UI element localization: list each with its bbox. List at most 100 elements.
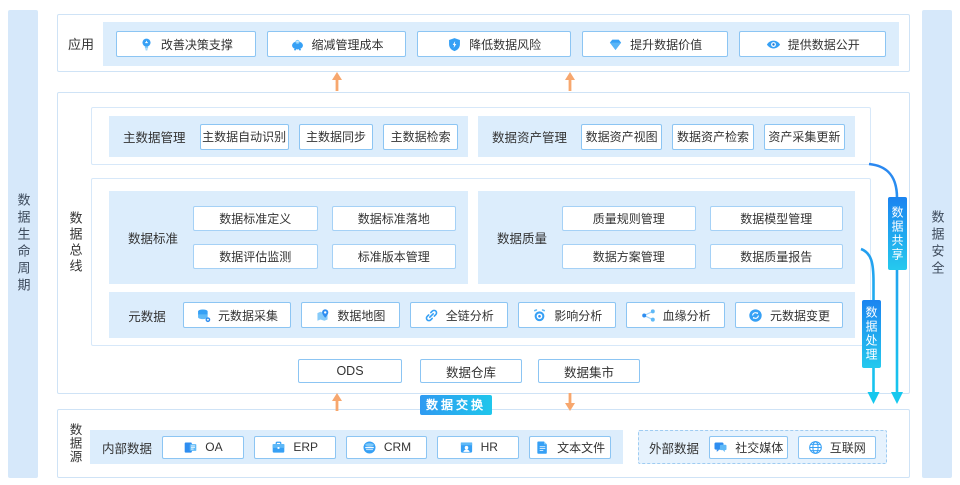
data-process-tab: 数据处理 <box>862 300 881 368</box>
briefcase-icon <box>271 440 286 455</box>
app-item-label: 提供数据公开 <box>787 37 860 52</box>
meta-item-label: 元数据采集 <box>218 308 279 323</box>
master-data-group: 主数据管理 主数据自动识别 主数据同步 主数据检索 <box>109 116 468 157</box>
data-asset-group-label: 数据资产管理 <box>492 131 568 145</box>
map-pin-icon <box>315 308 330 323</box>
app-item-label: 提升数据价值 <box>630 37 703 52</box>
master-data-group-label: 主数据管理 <box>123 131 186 145</box>
external-item-social: 社交媒体 <box>709 435 788 459</box>
globe-icon <box>808 440 823 455</box>
meta-item-label: 数据地图 <box>337 308 386 323</box>
meta-item-lineage: 血缘分析 <box>626 302 725 328</box>
standard-quality-row: 数据标准 数据标准定义 数据标准落地 数据评估监测 标准版本管理 数据质量 质量… <box>91 178 871 346</box>
internal-data-group-label: 内部数据 <box>102 441 153 456</box>
internal-item-label: ERP <box>293 440 319 454</box>
standard-item: 数据标准定义 <box>193 206 318 231</box>
bulb-icon <box>139 37 154 52</box>
data-source-label: 数据源 <box>67 423 82 464</box>
eye-icon <box>766 37 781 52</box>
id-card-icon <box>459 440 474 455</box>
quality-item: 质量规则管理 <box>562 206 696 231</box>
up-arrow-icon <box>332 72 342 91</box>
database-icon <box>196 308 211 323</box>
sidebar-data-lifecycle: 数据生命周期 <box>8 10 38 478</box>
data-exchange-badge: 数据交换 <box>420 395 492 415</box>
data-quality-group-label: 数据质量 <box>496 232 547 246</box>
internal-item-label: OA <box>205 440 223 454</box>
data-standard-group-label: 数据标准 <box>127 232 178 246</box>
meta-item-change: 元数据变更 <box>734 302 843 328</box>
storage-item-mart: 数据集市 <box>538 359 640 383</box>
standard-item: 数据标准落地 <box>331 206 456 231</box>
data-bus-section: 数据总线 主数据管理 主数据自动识别 主数据同步 主数据检索 数据资产管理 数据… <box>57 92 910 394</box>
internal-item-erp: ERP <box>253 435 336 459</box>
standard-item: 数据评估监测 <box>193 244 318 269</box>
master-item: 主数据自动识别 <box>199 123 289 150</box>
storage-item-ods: ODS <box>298 359 402 383</box>
master-item: 主数据检索 <box>383 123 459 150</box>
gem-icon <box>608 37 623 52</box>
external-item-label: 互联网 <box>829 440 866 455</box>
up-arrow-icon <box>565 72 575 91</box>
master-asset-row: 主数据管理 主数据自动识别 主数据同步 主数据检索 数据资产管理 数据资产视图 … <box>91 107 871 165</box>
oa-doc-icon <box>183 440 198 455</box>
application-section: 应用 改善决策支撑 缩减管理成本 降低数据风险 提升数据价值 提供数据公开 <box>57 14 910 72</box>
asset-item: 资产采集更新 <box>763 123 845 150</box>
meta-item-collect: 元数据采集 <box>183 302 292 328</box>
data-standard-group: 数据标准 数据标准定义 数据标准落地 数据评估监测 标准版本管理 <box>109 191 468 284</box>
external-item-label: 社交媒体 <box>735 440 784 455</box>
app-item-label: 降低数据风险 <box>469 37 542 52</box>
metadata-group-label: 元数据 <box>128 309 166 324</box>
link-icon <box>424 308 439 323</box>
refresh-icon <box>748 308 763 323</box>
metadata-group: 元数据 元数据采集 数据地图 全链分析 影响分析 血缘分析 <box>109 292 855 338</box>
data-asset-group: 数据资产管理 数据资产视图 数据资产检索 资产采集更新 <box>478 116 855 157</box>
quality-item: 数据方案管理 <box>562 244 696 269</box>
app-item-risk: 降低数据风险 <box>417 31 571 57</box>
sidebar-data-security: 数据安全 <box>922 10 952 478</box>
standard-item: 标准版本管理 <box>331 244 456 269</box>
target-icon <box>532 308 547 323</box>
data-share-tab: 数据共享 <box>888 197 907 270</box>
piggy-bank-icon <box>290 37 305 52</box>
storage-item-warehouse: 数据仓库 <box>420 359 522 383</box>
internal-item-label: 文本文件 <box>557 440 606 455</box>
external-data-group-label: 外部数据 <box>649 441 700 456</box>
internal-item-textfile: 文本文件 <box>529 435 611 459</box>
meta-item-chain: 全链分析 <box>409 302 508 328</box>
up-arrow-icon <box>332 393 342 411</box>
app-item-cost: 缩减管理成本 <box>266 31 407 57</box>
asset-item: 数据资产检索 <box>672 123 754 150</box>
data-quality-group: 数据质量 质量规则管理 数据模型管理 数据方案管理 数据质量报告 <box>478 191 855 284</box>
application-section-label: 应用 <box>67 36 94 52</box>
disc-icon <box>362 440 377 455</box>
file-icon <box>535 440 550 455</box>
internal-item-crm: CRM <box>345 435 428 459</box>
app-item-value: 提升数据价值 <box>581 31 729 57</box>
internal-item-label: HR <box>480 440 498 454</box>
app-item-open: 提供数据公开 <box>739 31 886 57</box>
quality-item: 数据模型管理 <box>709 206 843 231</box>
down-arrow-icon <box>565 393 575 411</box>
external-data-group: 外部数据 社交媒体 互联网 <box>638 430 887 464</box>
master-item: 主数据同步 <box>298 123 374 150</box>
meta-item-impact: 影响分析 <box>518 302 617 328</box>
app-item-label: 改善决策支撑 <box>160 37 233 52</box>
external-item-internet: 互联网 <box>797 435 877 459</box>
meta-item-label: 全链分析 <box>445 308 494 323</box>
meta-item-label: 影响分析 <box>554 308 603 323</box>
meta-item-label: 血缘分析 <box>662 308 711 323</box>
quality-item: 数据质量报告 <box>709 244 843 269</box>
app-item-label: 缩减管理成本 <box>311 37 384 52</box>
internal-data-group: 内部数据 OA ERP CRM HR 文本文件 <box>90 430 623 464</box>
data-bus-label: 数据总线 <box>67 211 83 275</box>
branch-icon <box>641 308 656 323</box>
app-item-decision: 改善决策支撑 <box>116 31 256 57</box>
data-source-section: 数据源 内部数据 OA ERP CRM HR 文本文件 外部数据 社交媒体 <box>57 409 910 478</box>
meta-item-map: 数据地图 <box>301 302 400 328</box>
internal-item-hr: HR <box>437 435 520 459</box>
chat-icon <box>713 440 728 455</box>
asset-item: 数据资产视图 <box>581 123 663 150</box>
shield-icon <box>447 37 462 52</box>
